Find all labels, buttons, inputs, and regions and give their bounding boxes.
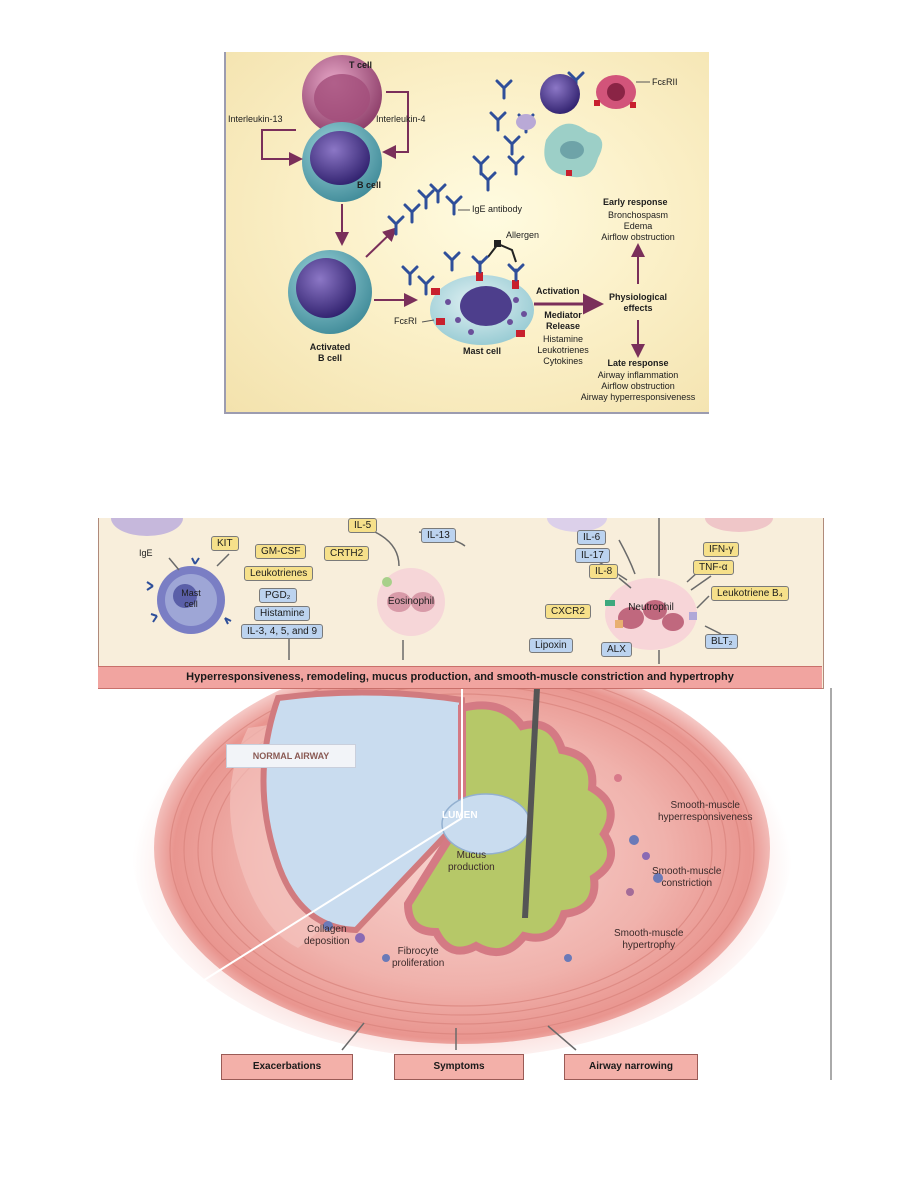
neutrophil <box>605 578 697 650</box>
neutrophil-label: Neutrophil <box>628 602 674 613</box>
blt2-tag: BLT₂ <box>705 634 739 649</box>
neutrophil-pointer <box>522 688 540 918</box>
ige-antibody-label: IgE antibody <box>472 204 523 214</box>
cxcr2-tag: CXCR2 <box>545 604 591 619</box>
interleukin-4-label: Interleukin-4 <box>376 114 426 124</box>
eosinophil <box>377 568 445 636</box>
mediator-item: Histamine <box>542 334 583 344</box>
mucus-production-label: Mucus production <box>448 850 495 873</box>
interleukin-4-arrow <box>382 91 409 159</box>
lipoxin-tag: Lipoxin <box>529 638 573 653</box>
asthma-airway-diagram: IgE KIT IL-5 CRTH2 IL-13 GM-CSF Leukotri… <box>98 518 833 1080</box>
section-line <box>181 817 463 995</box>
il13-tag: IL-13 <box>421 528 456 543</box>
il5-tag: IL-5 <box>348 518 378 533</box>
interleukin-13-arrow <box>261 129 303 166</box>
fceri-low-label: FcεRI <box>394 316 418 326</box>
leukotriene-b4-tag: Leukotriene B₄ <box>711 586 789 601</box>
interleukin-13-label: Interleukin-13 <box>228 114 283 124</box>
il6-tag: IL-6 <box>577 530 607 545</box>
histamine-tag: Histamine <box>254 606 311 621</box>
fibrocyte-proliferation-label: Fibrocyte proliferation <box>392 946 445 969</box>
outcome-banner: Hyperresponsiveness, remodeling, mucus p… <box>98 666 822 689</box>
sm-hyperresponsiveness-label: Smooth-muscle hyperresponsiveness <box>658 800 753 823</box>
activated-b-cell-label: Activated B cell <box>309 342 351 363</box>
outcome-airway-narrowing: Airway narrowing <box>564 1054 698 1080</box>
mediator-item: Leukotrienes <box>537 345 589 355</box>
collagen-deposition-label: Collagen deposition <box>304 924 350 947</box>
normal-airway-label: NORMAL AIRWAY <box>226 744 356 768</box>
sm-hypertrophy-label: Smooth-muscle hypertrophy <box>614 928 684 951</box>
allergen-label: Allergen <box>506 230 540 240</box>
late-response-item: Airflow obstruction <box>601 381 675 391</box>
narrowed-lumen <box>441 793 531 855</box>
lumen-label: LUMEN <box>442 810 478 821</box>
t-cell-label: T cell <box>349 60 373 70</box>
mediator-arrows <box>168 518 722 664</box>
mast-cell-label: Mast cell <box>462 346 502 356</box>
exacerbations-arrow <box>341 1022 365 1051</box>
sm-constriction-label: Smooth-muscle constriction <box>652 866 722 889</box>
outcome-symptoms: Symptoms <box>394 1054 524 1080</box>
t-cell <box>302 55 382 135</box>
early-response-item: Bronchospasm <box>607 210 669 220</box>
airway-narrowing-arrow <box>547 1025 577 1051</box>
early-response-item: Airflow obstruction <box>601 232 675 242</box>
il-3-4-5-9-tag: IL-3, 4, 5, and 9 <box>241 624 324 639</box>
fceri-high-label: FcεRII <box>652 77 678 87</box>
mediator-release-title: Mediator Release <box>544 310 582 331</box>
late-response-item: Airway inflammation <box>597 370 679 380</box>
il17-tag: IL-17 <box>575 548 610 563</box>
kit-tag: KIT <box>211 536 239 551</box>
gmcsf-tag: GM-CSF <box>255 544 307 559</box>
ifn-gamma-tag: IFN-γ <box>703 542 740 557</box>
allergen-molecule <box>487 242 517 263</box>
granulocyte-cluster <box>516 74 636 178</box>
b-cell <box>302 122 382 202</box>
ige-label: IgE <box>139 548 153 558</box>
ige-pathway-artwork <box>261 55 650 358</box>
alx-tag: ALX <box>601 642 632 657</box>
crth2-tag: CRTH2 <box>324 546 370 561</box>
mediator-item: Cytokines <box>543 356 583 366</box>
mast-cell <box>146 557 232 634</box>
mast-cell-label: Mast cell <box>181 588 201 609</box>
activated-b-cell <box>288 250 372 334</box>
ige-antibodies <box>387 71 585 296</box>
mast-cell <box>430 272 534 345</box>
tnf-alpha-tag: TNF-α <box>693 560 734 575</box>
immune-mediator-panel: IgE KIT IL-5 CRTH2 IL-13 GM-CSF Leukotri… <box>98 518 824 689</box>
outcome-exacerbations: Exacerbations <box>221 1054 353 1080</box>
il8-tag: IL-8 <box>589 564 619 579</box>
physiological-effects-label: Physiological effects <box>608 292 668 313</box>
activation-label: Activation <box>536 286 580 296</box>
antibody-release-arrow <box>365 227 397 258</box>
fceri-low-leader <box>421 319 435 323</box>
early-response-title: Early response <box>603 197 668 207</box>
late-response-item: Airway hyperresponsiveness <box>580 392 696 402</box>
leukotrienes-tag: Leukotrienes <box>244 566 314 581</box>
b-cell-label: B cell <box>357 180 382 190</box>
eosinophil-label: Eosinophil <box>387 596 435 607</box>
late-response-title: Late response <box>607 358 669 368</box>
ige-sensitization-diagram: T cell Interleukin-13 Interleukin-4 B ce… <box>224 52 709 414</box>
immune-cells-artwork <box>111 518 773 664</box>
early-response-item: Edema <box>623 221 653 231</box>
pgd2-tag: PGD₂ <box>259 588 297 603</box>
